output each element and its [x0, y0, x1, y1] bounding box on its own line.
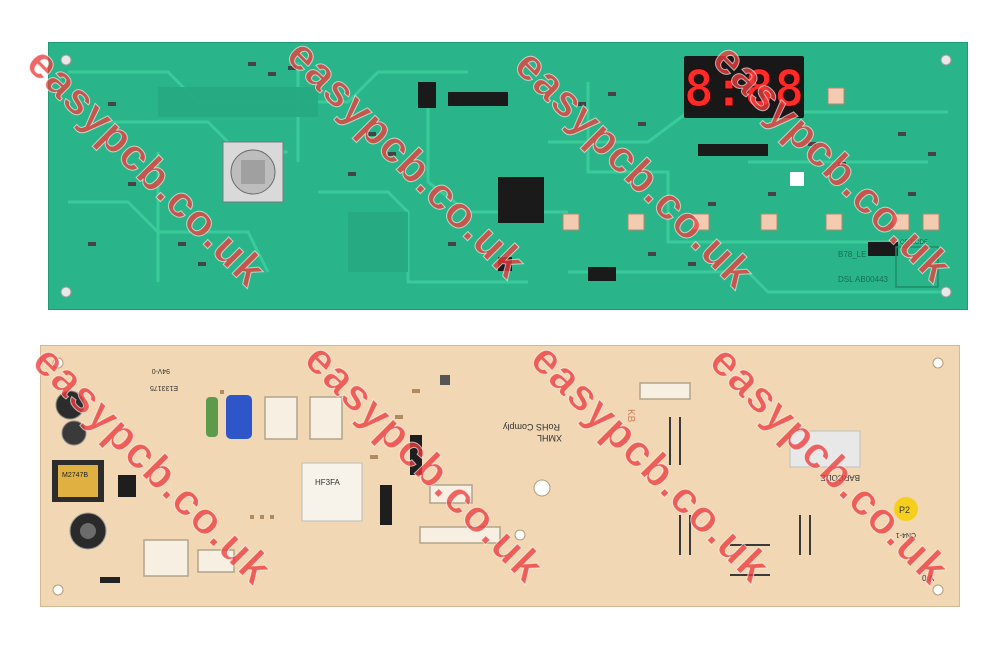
rotary-knob: [222, 141, 284, 203]
smd-ics: [118, 435, 422, 525]
silkscreen-code-1: B78_LE: [838, 250, 866, 259]
relay: HF3FA: [301, 462, 363, 522]
small-parts: [100, 375, 450, 583]
kb-label: KB: [625, 409, 636, 423]
svg-text:M2747B: M2747B: [62, 472, 88, 479]
seven-segment-display: 8:88: [683, 56, 805, 119]
power-resistor: [206, 397, 218, 437]
transformer: M2747B: [52, 460, 104, 502]
tactile-buttons: [562, 87, 940, 231]
barcode-label: BARCODE: [820, 473, 860, 482]
electrolytic-capacitors: [55, 390, 107, 550]
brand-label: XMHL: [537, 433, 562, 443]
copper-pour: [158, 87, 408, 272]
board-substrate: [40, 345, 960, 607]
relay-label: HF3FA: [315, 478, 341, 487]
pcb-bottom-board: M2747B HF3FA BARCODE P2 RoHS: [40, 345, 960, 607]
pcb-top-board: 8:88 QR CODE B78_LE DSL AB00443: [48, 42, 968, 310]
v-label: V-0: [921, 573, 934, 582]
mounting-holes: [60, 54, 952, 298]
qr-code-area: [895, 246, 939, 288]
cert-label: E133175: [150, 384, 178, 391]
smd-components: [418, 82, 898, 281]
p2-label: P2: [899, 505, 910, 515]
cn-label: CN4-1: [896, 531, 916, 538]
display-digits: 8:88: [684, 60, 804, 118]
silkscreen-code-2: DSL AB00443: [838, 275, 889, 284]
connectors: [143, 382, 691, 577]
film-capacitor: [226, 395, 252, 439]
rohs-label: RoHS Comply: [502, 422, 560, 432]
small-parts: [88, 62, 936, 266]
rating-label: 94V-0: [152, 367, 170, 374]
white-square-pad: [790, 172, 804, 186]
barcode-sticker: [789, 430, 861, 468]
mounting-holes: [52, 357, 944, 596]
p2-marker: [894, 497, 918, 521]
qr-label: QR CODE: [900, 240, 928, 246]
jumper-lines: [669, 417, 811, 576]
